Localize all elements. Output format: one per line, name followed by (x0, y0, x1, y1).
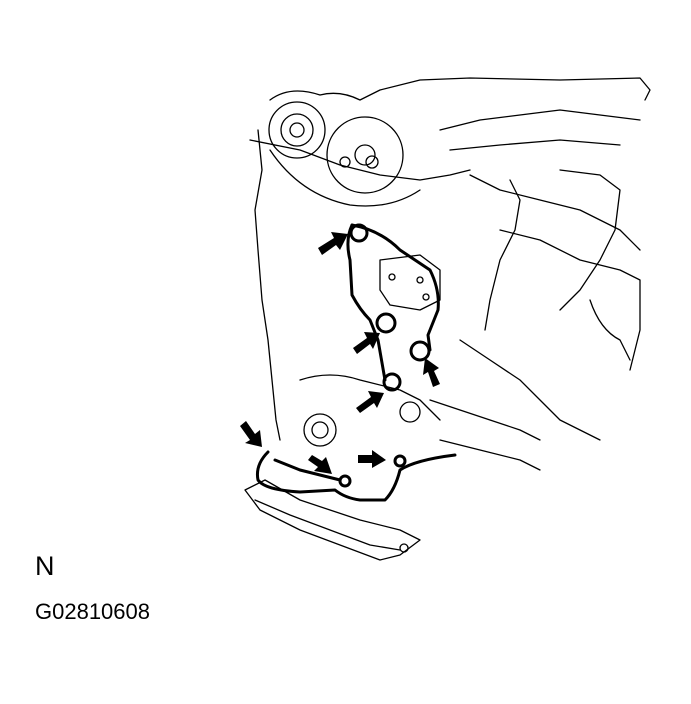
highlighted-parts (256, 223, 457, 502)
arrow-pipe-clamp-left-icon (308, 455, 332, 474)
figure-id-label: G02810608 (35, 599, 150, 624)
engine-outline (244, 77, 651, 561)
view-direction-label: N (35, 551, 55, 581)
arrow-lower-bolt-icon (356, 391, 384, 413)
callout-arrows (240, 232, 440, 474)
arrow-pipe-end-icon (240, 421, 262, 447)
arrow-pipe-clamp-right-icon (358, 450, 386, 468)
arrow-upper-bolt-icon (318, 232, 348, 255)
arrow-right-bolt-icon (423, 358, 440, 387)
arrow-middle-bolt-icon (353, 332, 380, 354)
